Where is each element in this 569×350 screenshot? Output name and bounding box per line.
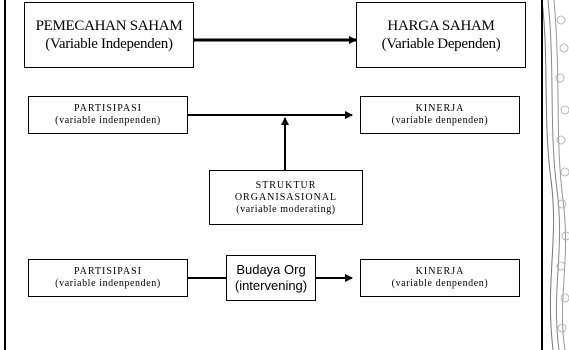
node-budaya-org-line1: Budaya Org — [236, 262, 306, 278]
node-struktur-organisasional: STRUKTUR ORGANISASIONAL (variable modera… — [209, 170, 363, 225]
node-budaya-org-line2: (intervening) — [234, 278, 308, 293]
node-pemecahan-saham-subtitle: (Variable Independen) — [45, 36, 173, 52]
node-struktur-subtitle: (variable moderating) — [236, 203, 336, 215]
slide-frame — [4, 0, 543, 350]
node-harga-saham-subtitle: (Variable Dependen) — [381, 36, 501, 52]
node-kinerja: KINERJA (variable denpenden) — [360, 96, 520, 134]
node-budaya-org: Budaya Org (intervening) — [226, 255, 316, 301]
node-pemecahan-saham-title: PEMECAHAN SAHAM — [35, 18, 183, 34]
decorative-border-pattern — [541, 0, 569, 350]
node-kinerja-title: KINERJA — [415, 103, 465, 114]
node-partisipasi-2: PARTISIPASI (variable indenpenden) — [28, 259, 188, 297]
node-struktur-line1: STRUKTUR — [255, 179, 317, 191]
node-partisipasi-2-subtitle: (variable indenpenden) — [55, 278, 161, 289]
node-kinerja-subtitle: (variable denpenden) — [391, 115, 489, 126]
node-kinerja-2: KINERJA (variable denpenden) — [360, 259, 520, 297]
node-partisipasi-2-title: PARTISIPASI — [73, 266, 143, 277]
node-partisipasi: PARTISIPASI (variable indenpenden) — [28, 96, 188, 134]
node-pemecahan-saham: PEMECAHAN SAHAM (Variable Independen) — [24, 2, 194, 68]
node-struktur-line2: ORGANISASIONAL — [234, 191, 338, 203]
node-partisipasi-title: PARTISIPASI — [73, 103, 143, 114]
node-kinerja-2-subtitle: (variable denpenden) — [391, 278, 489, 289]
node-harga-saham-title: HARGA SAHAM — [387, 18, 495, 34]
node-partisipasi-subtitle: (variable indenpenden) — [55, 115, 161, 126]
node-kinerja-2-title: KINERJA — [415, 266, 465, 277]
node-harga-saham: HARGA SAHAM (Variable Dependen) — [356, 2, 526, 68]
